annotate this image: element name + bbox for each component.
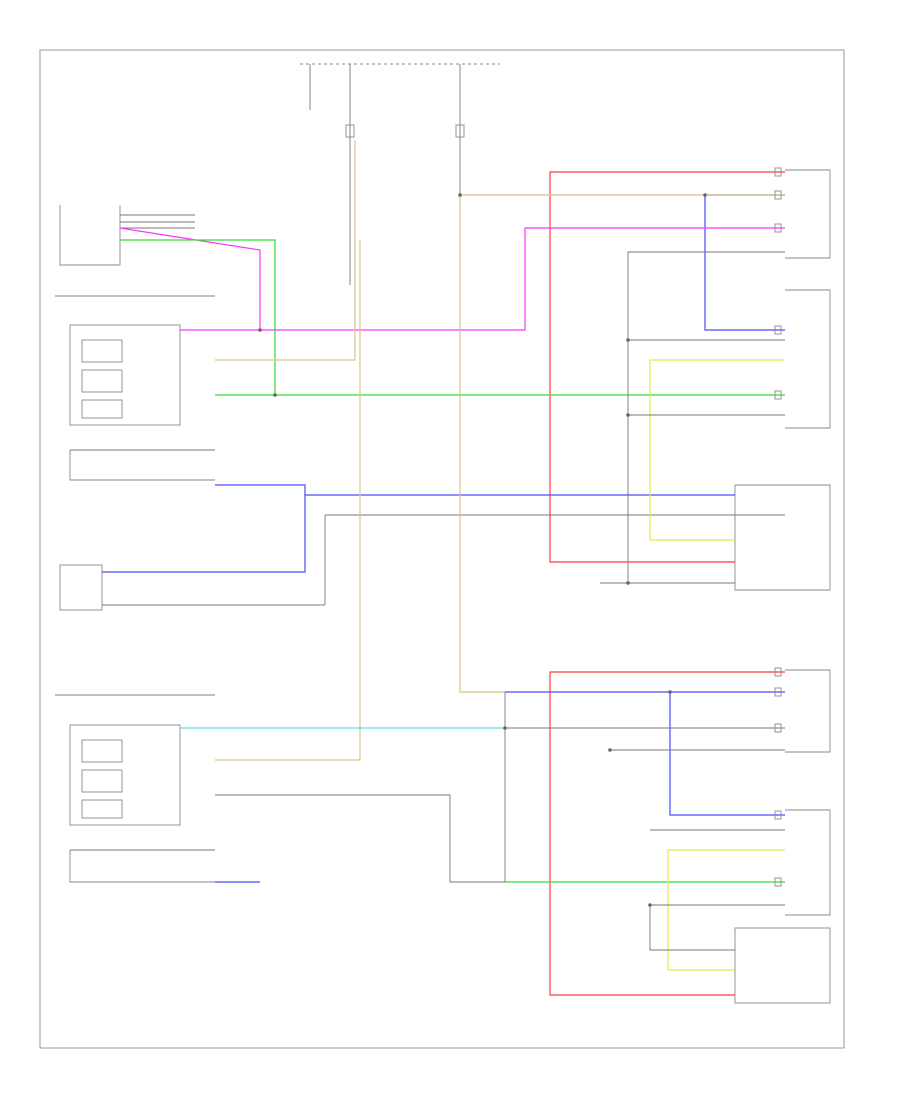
climate-control-unit [59,205,195,266]
connector-terminals [774,167,782,887]
driver-seat-heater-switch [69,324,215,481]
fuse-block [300,63,500,285]
wire-tan [215,140,785,761]
wire-blue-passenger [215,691,785,883]
driver-seat-cushion-heater [59,514,785,611]
wire-yellow [649,359,785,971]
diagram-frame [39,49,845,1049]
wire-pink [119,227,785,331]
wire-red-driver [549,171,785,563]
splice-points [258,193,707,907]
wire-green [120,239,785,883]
front-passenger-seat-heater-switch [69,724,215,883]
wire-red-passenger [549,671,785,996]
wire-gray [215,251,785,951]
driver-seat-heater [734,169,831,591]
front-passenger-seat-heater [734,669,831,1004]
